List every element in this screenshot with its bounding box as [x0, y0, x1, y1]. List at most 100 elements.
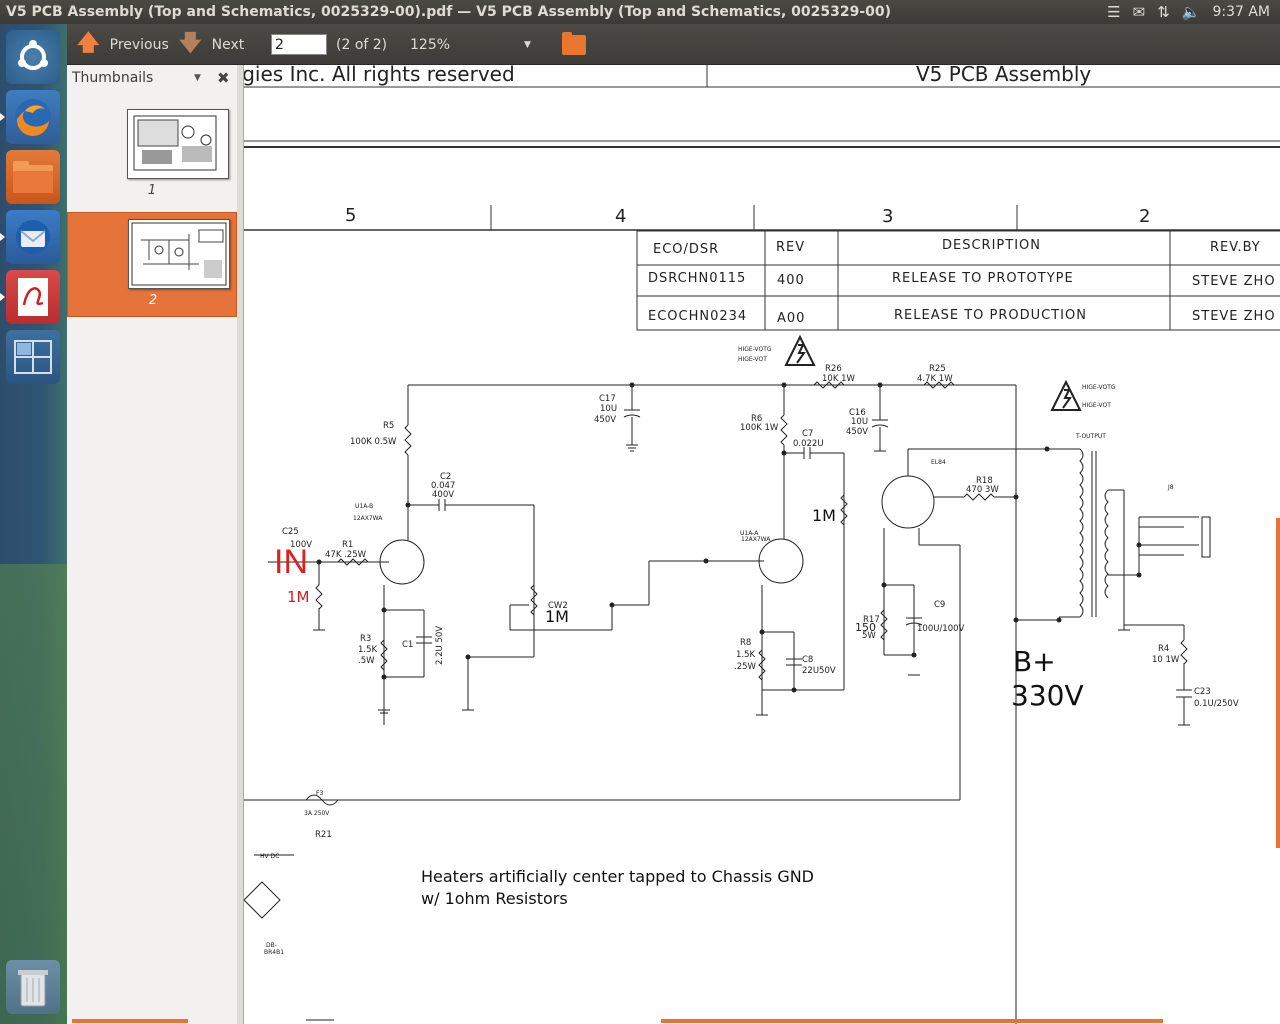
part-label: C2 — [440, 472, 451, 482]
part-label: 2.2U 50V — [435, 626, 445, 665]
ubuntu-dash-icon[interactable] — [6, 30, 60, 84]
part-label: 450V — [846, 427, 868, 437]
header-copyright: ogies Inc. All rights reserved — [244, 65, 515, 86]
files-icon[interactable] — [6, 150, 60, 204]
zone-2: 2 — [1139, 206, 1150, 227]
part-label: C1 — [402, 640, 413, 650]
annotation-bplus-voltage: 330V — [1011, 679, 1084, 712]
top-panel: V5 PCB Assembly (Top and Schematics, 002… — [0, 0, 1280, 24]
part-label: R1 — [342, 540, 353, 550]
network-icon[interactable]: ⇅ — [1157, 3, 1170, 21]
part-label: 10U — [600, 404, 617, 414]
annotation-heaters-line1: Heaters artificially center tapped to Ch… — [421, 867, 814, 886]
part-label: 47K .25W — [325, 550, 367, 560]
part-label: 10K 1W — [822, 374, 855, 384]
part-label: 12AX7WA — [741, 536, 771, 543]
open-folder-button[interactable] — [562, 24, 586, 65]
part-label: R8 — [740, 638, 751, 648]
volume-icon[interactable]: 🔈 — [1181, 3, 1201, 21]
annotation-pot-1m: 1M — [812, 506, 836, 525]
sidebar-title: Thumbnails — [72, 70, 154, 86]
page-thumbnail-image — [128, 219, 230, 289]
part-label: T-OUTPUT — [1075, 433, 1106, 440]
annotation-in: IN — [274, 543, 308, 581]
part-label: HIGE-VOT — [738, 356, 767, 363]
scroll-indicator — [661, 1019, 1163, 1023]
scroll-indicator — [72, 1019, 188, 1023]
annotation-cw2-1m: 1M — [545, 607, 569, 626]
part-label: F3 — [316, 790, 323, 797]
close-icon[interactable]: ✖ — [217, 69, 230, 87]
part-label: BR4B1 — [264, 949, 284, 956]
part-label: R25 — [929, 364, 946, 374]
workspace-switcher-icon[interactable] — [6, 330, 60, 384]
rev-header-eco: ECO/DSR — [653, 242, 719, 257]
clock[interactable]: 9:37 AM — [1212, 4, 1270, 20]
header-title: V5 PCB Assembly — [916, 65, 1091, 86]
part-label: C23 — [1194, 687, 1211, 697]
thunderbird-icon[interactable] — [0, 210, 60, 264]
warning-icon — [784, 334, 1082, 411]
rev-cell: A00 — [777, 311, 805, 326]
rev-header-revby: REV.BY — [1210, 240, 1261, 255]
sidebar-header[interactable]: Thumbnails ▼ ✖ — [67, 65, 237, 91]
window-title: V5 PCB Assembly (Top and Schematics, 002… — [6, 4, 892, 20]
system-tray: ☰ ✉ ⇅ 🔈 9:37 AM — [1107, 0, 1280, 24]
part-label: R18 — [976, 476, 993, 486]
part-label: 150 — [855, 621, 876, 634]
rev-cell: RELEASE TO PRODUCTION — [894, 308, 1087, 323]
part-label: 450V — [594, 415, 616, 425]
part-label: 100U/100V — [917, 624, 965, 634]
menu-icon[interactable]: ☰ — [1107, 3, 1121, 21]
part-label: R26 — [825, 364, 842, 374]
page-number-input[interactable] — [271, 34, 327, 55]
previous-label: Previous — [109, 36, 169, 53]
part-label: R5 — [383, 421, 394, 431]
previous-button[interactable]: 🡅 Previous — [77, 24, 169, 65]
trash-icon[interactable] — [6, 960, 60, 1014]
part-label: .5W — [358, 656, 375, 666]
thumbnail-page-2[interactable]: 2 — [67, 212, 237, 317]
thumbnail-page-1[interactable]: 1 — [67, 103, 237, 208]
chevron-down-icon[interactable]: ▼ — [194, 73, 201, 83]
part-label: 1.5K — [736, 650, 756, 660]
part-label: C25 — [282, 527, 299, 537]
firefox-icon[interactable] — [0, 90, 60, 144]
rev-cell: 400 — [777, 273, 805, 288]
part-label: EL84 — [931, 459, 946, 466]
annotation-bplus: B+ — [1013, 645, 1056, 678]
next-label: Next — [211, 36, 245, 53]
page-thumbnail-image — [127, 109, 229, 179]
part-label: 0.047 — [431, 481, 455, 491]
part-label: HV DC — [260, 853, 279, 860]
part-label: 12AX7WA — [353, 515, 383, 522]
toolbar: 🡅 Previous 🡇 Next (2 of 2) 125% ▼ — [67, 24, 1280, 65]
document-viewer-icon[interactable] — [0, 270, 60, 324]
part-label: HIGE-VOTG — [738, 346, 772, 353]
annotation-heaters-line2: w/ 1ohm Resistors — [421, 889, 568, 908]
zone-4: 4 — [615, 206, 626, 227]
part-label: 100K 1W — [740, 423, 779, 433]
part-label: R4 — [1158, 644, 1169, 654]
zone-5: 5 — [345, 205, 356, 226]
part-label: HIGE-VOT — [1082, 402, 1111, 409]
part-label: C8 — [802, 655, 813, 665]
thumbnail-number: 2 — [148, 293, 158, 308]
scroll-indicator — [1276, 518, 1280, 848]
part-label: R17 — [863, 615, 880, 625]
part-label: CW2 — [548, 601, 568, 611]
folder-icon — [562, 31, 586, 55]
part-label: J8 — [1167, 484, 1174, 491]
part-label: 400V — [432, 490, 454, 500]
part-label: 10 1W — [1152, 655, 1180, 665]
sidebar-resize-handle[interactable] — [237, 65, 243, 1024]
part-label: R3 — [360, 634, 371, 644]
arrow-up-icon: 🡅 — [77, 30, 100, 56]
part-label: C9 — [934, 600, 945, 610]
zoom-select[interactable]: 125% ▼ — [410, 24, 535, 65]
mail-icon[interactable]: ✉ — [1132, 3, 1146, 21]
part-label: 0.022U — [793, 439, 824, 449]
next-button[interactable]: 🡇 Next — [179, 24, 244, 65]
document-view[interactable]: ogies Inc. All rights reserved V5 PCB As… — [243, 65, 1280, 1024]
part-label: 100K 0.5W — [350, 437, 397, 447]
